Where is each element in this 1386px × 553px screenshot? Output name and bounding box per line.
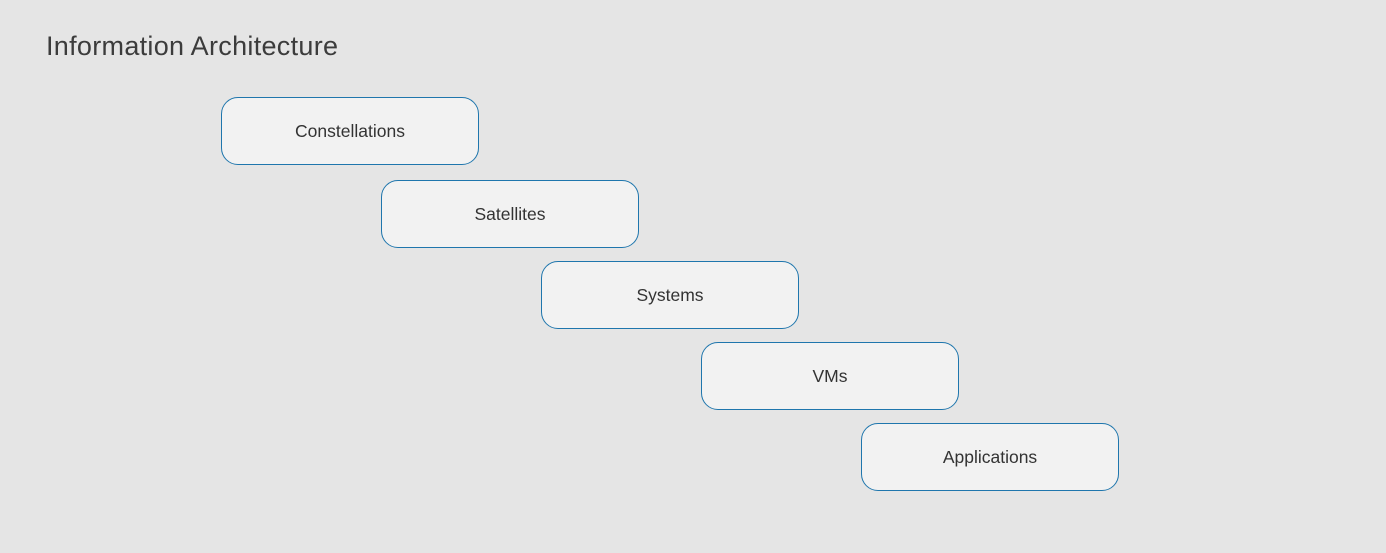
diagram-node-satellites: Satellites xyxy=(381,180,639,248)
page-title: Information Architecture xyxy=(46,31,339,61)
diagram-node-systems: Systems xyxy=(541,261,799,329)
diagram-node-vms: VMs xyxy=(701,342,959,410)
diagram-node-applications: Applications xyxy=(861,423,1119,491)
diagram-node-constellations: Constellations xyxy=(221,97,479,165)
